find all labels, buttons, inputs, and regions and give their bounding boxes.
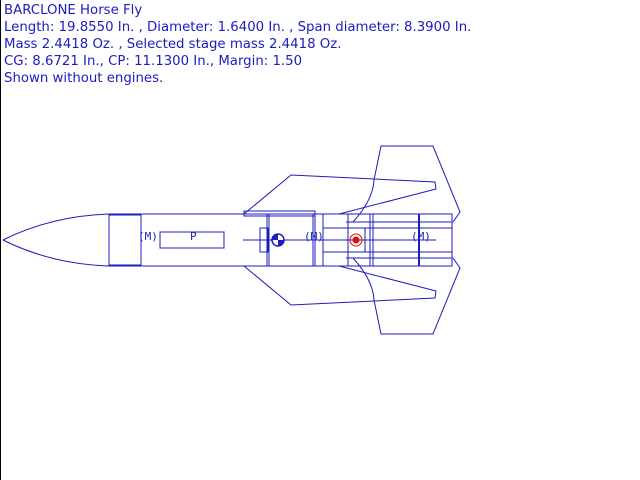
nose-cone[interactable] bbox=[2, 213, 110, 267]
nose-shoulder[interactable] bbox=[108, 214, 142, 266]
parachute[interactable] bbox=[159, 231, 225, 249]
forward-fin-bottom[interactable] bbox=[243, 265, 437, 306]
parachute-label: P bbox=[190, 230, 197, 243]
rocket-info-panel: BARCLONE Horse Fly Length: 19.8550 In. ,… bbox=[4, 2, 471, 87]
cg-marker-icon bbox=[271, 233, 285, 247]
mass-label-1: (M) bbox=[138, 230, 158, 243]
centering-rings[interactable] bbox=[266, 214, 420, 266]
rocket-mass: Mass 2.4418 Oz. , Selected stage mass 2.… bbox=[4, 37, 342, 52]
cp-marker-icon bbox=[349, 233, 363, 247]
forward-fin-top[interactable] bbox=[243, 174, 437, 215]
mass-label-2: (M) bbox=[304, 230, 324, 243]
rear-fin-top[interactable] bbox=[352, 145, 461, 223]
engines-note: Shown without engines. bbox=[4, 71, 164, 86]
mass-label-3: (M) bbox=[411, 230, 431, 243]
rocket-stability: CG: 8.6721 In., CP: 11.1300 In., Margin:… bbox=[4, 54, 303, 69]
rocket-name: BARCLONE Horse Fly bbox=[4, 3, 143, 18]
rear-fin-bottom[interactable] bbox=[352, 257, 461, 335]
rocket-dimensions: Length: 19.8550 In. , Diameter: 1.6400 I… bbox=[4, 20, 472, 35]
